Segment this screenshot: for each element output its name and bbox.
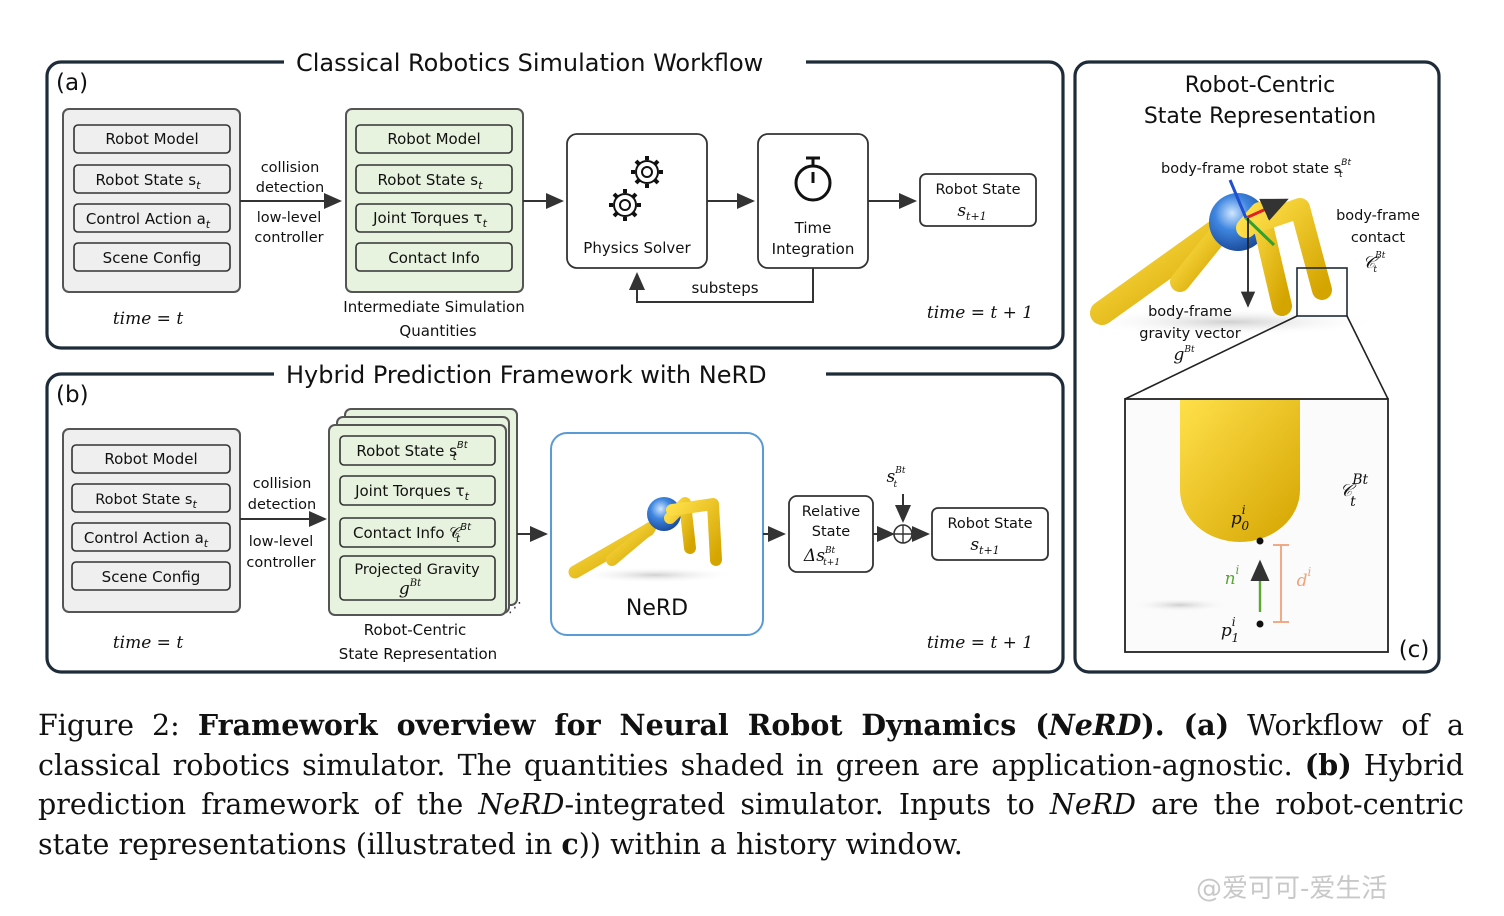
caption-title-2: ). (1141, 708, 1165, 742)
b-stack-projected-gravity: Projected Gravity (354, 562, 480, 578)
c-n-label: ni (1225, 563, 1240, 589)
b-input-control-action: Control Action at (84, 529, 209, 550)
b-stack-gravity-symbol: gBt (399, 578, 422, 599)
panel-c-title-2: State Representation (1144, 104, 1376, 129)
b-relative-label-1: Relative (802, 504, 861, 520)
a-physics-solver-label: Physics Solver (583, 239, 691, 257)
figure-diagram: Classical Robotics Simulation Workflow (… (45, 44, 1441, 674)
a-input-scene-config: Scene Config (103, 249, 202, 267)
watermark: @爱可可-爱生活 (1196, 874, 1388, 904)
panel-c-title-1: Robot-Centric (1185, 73, 1335, 98)
a-intermediate-label-1: Intermediate Simulation (343, 298, 524, 316)
a-time-left: time = t (113, 309, 184, 329)
panel-c: Robot-Centric State Representation body-… (1073, 60, 1441, 674)
a-collision-label-2: detection (256, 180, 324, 196)
a-input-control-action: Control Action at (86, 210, 211, 231)
stopwatch-icon (794, 156, 832, 202)
caption-title-italic: NeRD (1048, 708, 1142, 742)
c-zoom-marker (1296, 267, 1348, 317)
a-output-symbol: st+1 (957, 201, 986, 223)
robot-image-large (1080, 179, 1380, 336)
gears-icon (609, 156, 663, 221)
c-gravity-symbol: gBt (1173, 345, 1195, 365)
a-lowlevel-label-1: low-level (257, 210, 321, 226)
svg-text:⋰: ⋰ (508, 600, 522, 616)
b-input-robot-state: Robot State st (95, 492, 197, 511)
panel-a-tag: (a) (56, 70, 88, 96)
panel-b-title: Hybrid Prediction Framework with NeRD (286, 361, 767, 389)
c-gravity-label-2: gravity vector (1139, 326, 1241, 342)
caption-c-tag: c (561, 826, 579, 861)
caption-b-text-4: )) within a history window. (578, 827, 963, 861)
a-int-joint-torques: Joint Torques τt (372, 209, 488, 230)
b-collision-label-2: detection (248, 497, 316, 513)
caption-b-text-2: -integrated simulator. Inputs to (564, 788, 1050, 821)
b-relative-label-2: State (812, 524, 850, 540)
b-input-scene-config: Scene Config (102, 568, 201, 586)
b-nerd-label: NeRD (626, 596, 688, 621)
a-int-contact-info: Contact Info (388, 249, 480, 267)
a-int-robot-model: Robot Model (387, 130, 480, 148)
b-stack-joint-torques: Joint Torques τt (354, 482, 470, 503)
caption-a-text: Workflow of a classical robotics simulat… (38, 709, 1464, 782)
caption-b-text-1: Hybrid prediction framework of the (38, 748, 1465, 822)
caption-a-tag: (a) (1183, 708, 1230, 742)
caption-title-1: Framework overview for Neural Robot Dyna… (197, 708, 1049, 742)
caption-b-text-3: are the robot-centric state representati… (38, 788, 1464, 861)
a-substeps-label: substeps (691, 279, 758, 297)
a-time-integration-label-1: Time (794, 219, 832, 237)
a-collision-label-1: collision (261, 160, 320, 176)
a-time-right: time = t + 1 (927, 303, 1033, 323)
c-gravity-label-1: body-frame (1148, 304, 1232, 320)
b-collision-label-1: collision (253, 476, 312, 492)
caption-b-tag: (b) (1304, 747, 1352, 782)
c-d-label: di (1297, 565, 1312, 591)
b-output-box (931, 507, 1049, 561)
b-time-left: time = t (113, 633, 184, 653)
b-input-robot-model: Robot Model (104, 450, 197, 468)
figure-caption: Figure 2: Framework overview for Neural … (38, 706, 1464, 864)
c-contact-label-2: contact (1351, 230, 1406, 246)
panel-c-tag: (c) (1399, 637, 1430, 663)
b-stack-label-2: State Representation (339, 645, 497, 663)
panel-a-title: Classical Robotics Simulation Workflow (296, 49, 763, 77)
robot-image-small (568, 497, 735, 583)
a-int-robot-state: Robot State st (378, 171, 484, 192)
b-lowlevel-label-2: controller (246, 555, 315, 571)
b-output-symbol: st+1 (970, 535, 999, 557)
panel-a: Classical Robotics Simulation Workflow (… (45, 44, 1065, 350)
caption-nerd-2: NeRD (1049, 788, 1137, 821)
b-time-right: time = t + 1 (927, 633, 1033, 653)
b-lowlevel-label-1: low-level (249, 534, 313, 550)
a-time-integration-label-2: Integration (772, 240, 855, 258)
panel-b-tag: (b) (56, 382, 89, 408)
a-input-robot-model: Robot Model (105, 130, 198, 148)
a-lowlevel-label-2: controller (254, 230, 323, 246)
caption-nerd-1: NeRD (478, 788, 565, 821)
c-contact-label-1: body-frame (1336, 208, 1420, 224)
a-intermediate-label-2: Quantities (399, 322, 476, 340)
a-output-label: Robot State (935, 182, 1020, 198)
a-output-box (919, 173, 1037, 227)
caption-label: Figure 2: (38, 709, 180, 742)
a-input-robot-state: Robot State st (96, 171, 202, 192)
c-leg-tip (1180, 400, 1300, 542)
panel-b: Hybrid Prediction Framework with NeRD (b… (45, 356, 1065, 674)
b-output-label: Robot State (947, 516, 1032, 532)
b-stack-label-1: Robot-Centric (364, 621, 467, 639)
